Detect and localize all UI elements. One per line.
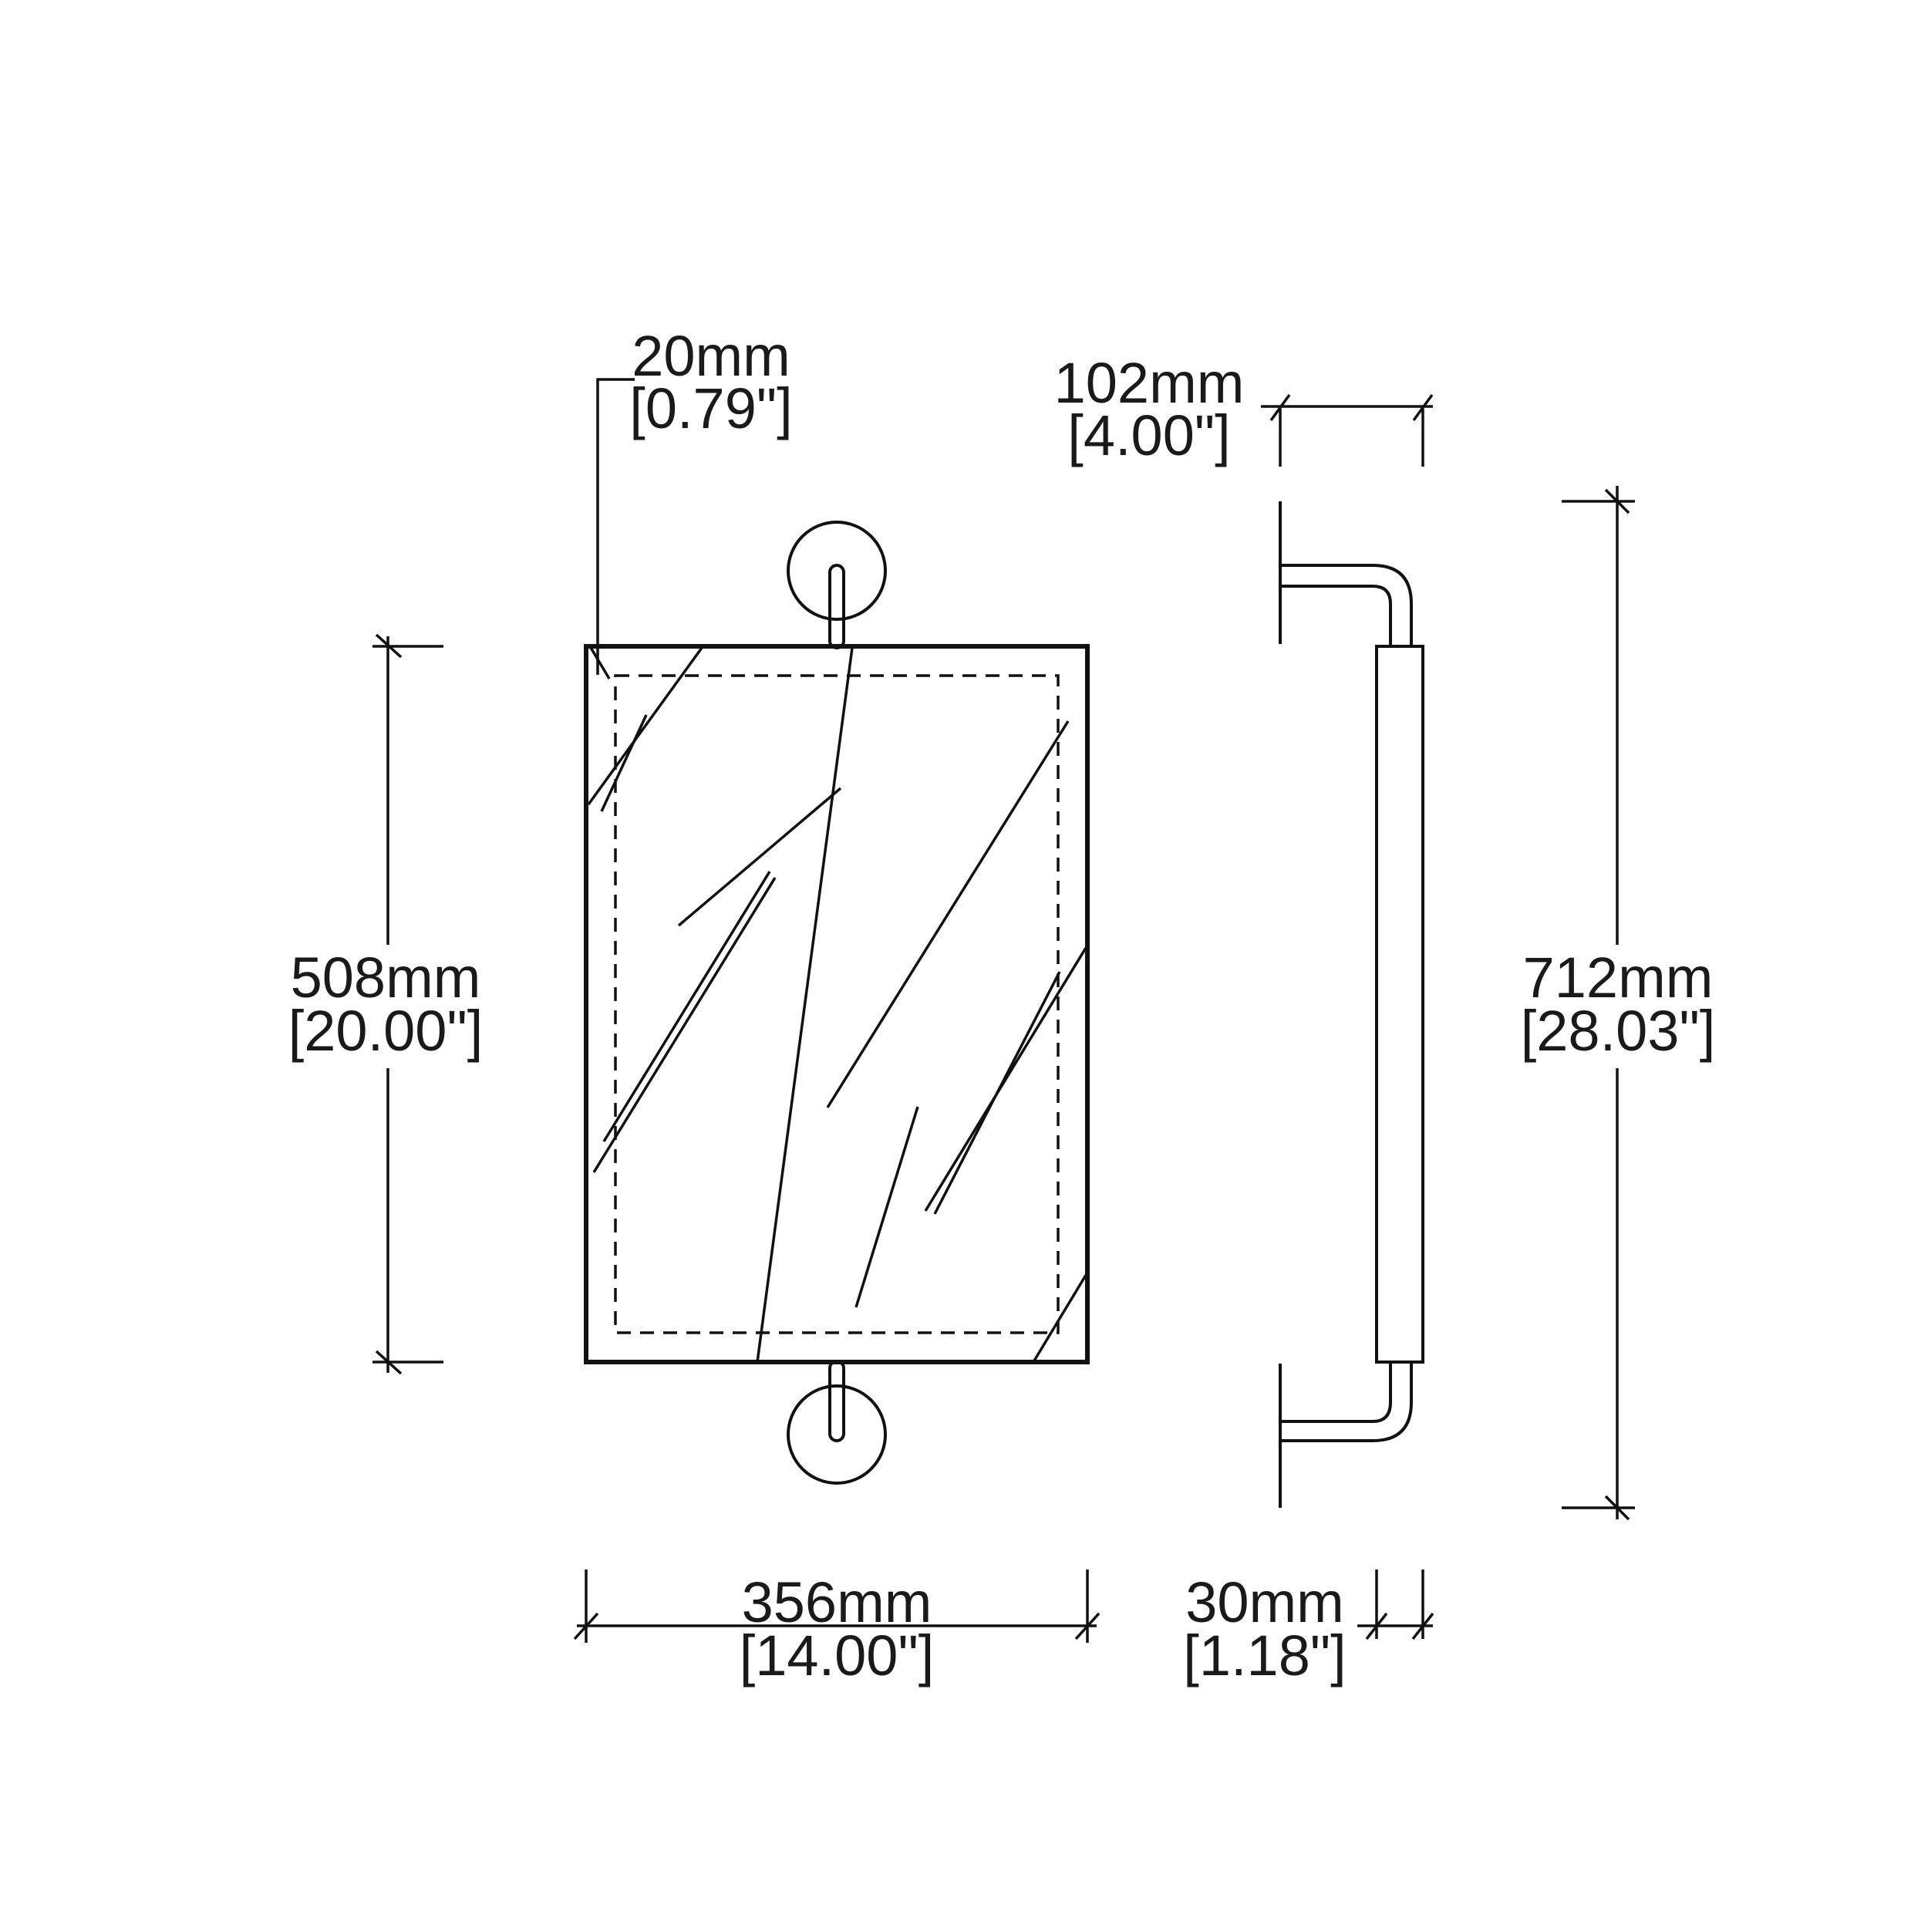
frame-depth-dimension: 20mm [0.79"] [588, 324, 793, 679]
bottom-mount-rod [828, 1360, 845, 1442]
top-arm-inner [1282, 585, 1392, 646]
mirror-outer-frame [584, 644, 1090, 1364]
bottom-arm [1282, 1364, 1413, 1442]
top-arm [1282, 564, 1413, 646]
thickness-metric: 30mm [1185, 1570, 1344, 1634]
mirror-side-view [1279, 501, 1424, 1508]
mirror-width-metric: 356mm [742, 1570, 932, 1634]
projection-imperial: [4.00"] [1067, 403, 1230, 467]
bottom-arm-inner [1282, 1364, 1392, 1423]
mirror-height-imperial: [20.00"] [288, 999, 484, 1063]
frame-depth-leader [596, 378, 635, 675]
top-mount-disc [787, 521, 887, 621]
projection-dimension: 102mm [4.00"] [1054, 351, 1434, 467]
frame-depth-imperial: [0.79"] [629, 376, 792, 440]
thickness-imperial: [1.18"] [1183, 1623, 1346, 1688]
mirror-width-imperial: [14.00"] [740, 1623, 935, 1688]
thickness-dimension: 30mm [1.18"] [1183, 1570, 1434, 1688]
mirror-height-metric: 508mm [291, 946, 481, 1010]
projection-metric: 102mm [1054, 351, 1245, 415]
glass-reflection-lines [587, 646, 1089, 1363]
overall-height-dimension: 712mm [28.03"] [1504, 486, 1727, 1521]
side-mirror-body [1375, 645, 1424, 1364]
top-mount-rod [828, 564, 845, 649]
mirror-front-view [584, 521, 1090, 1485]
mirror-width-dimension: 356mm [14.00"] [573, 1570, 1101, 1688]
overall-height-metric: 712mm [1523, 946, 1714, 1010]
overall-height-imperial: [28.03"] [1521, 999, 1716, 1063]
mirror-height-dimension: 508mm [20.00"] [278, 633, 501, 1375]
frame-depth-metric: 20mm [632, 324, 790, 388]
bottom-mount-disc [787, 1384, 887, 1485]
mirror-glass-outline [614, 674, 1060, 1334]
